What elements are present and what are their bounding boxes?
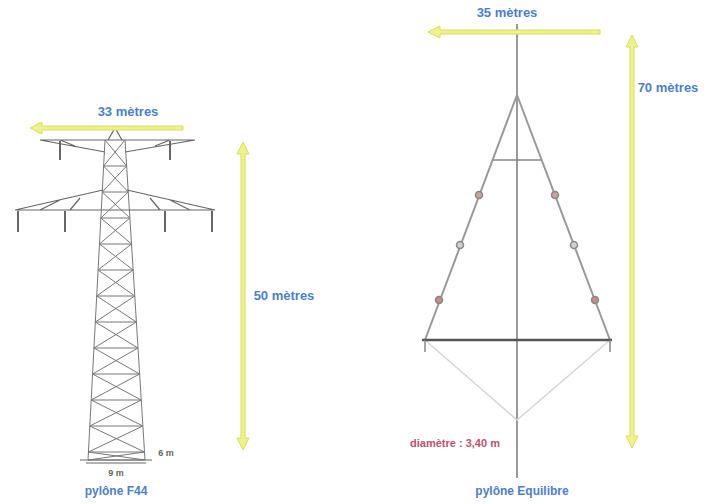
insulators	[436, 192, 599, 304]
cross-brace	[98, 244, 133, 270]
horizontal-brace	[102, 192, 128, 193]
insulator	[18, 211, 212, 232]
cross-brace	[93, 348, 140, 374]
horizontal-brace	[90, 426, 143, 427]
width-arrow	[428, 26, 600, 38]
horizontal-brace	[97, 296, 135, 297]
horizontal-brace	[94, 348, 138, 349]
lattice-bracing	[88, 140, 145, 460]
cross-brace	[99, 218, 131, 244]
cross-brace	[95, 296, 136, 322]
insulator	[552, 192, 559, 199]
dimension-label: 33 mètres	[98, 105, 159, 119]
dimension-label: 35 mètres	[477, 6, 538, 20]
horizontal-brace	[99, 244, 131, 245]
crossbar	[422, 339, 612, 342]
horizontal-brace	[88, 452, 144, 453]
width-arrow	[30, 122, 183, 134]
equilibre-pylon	[422, 24, 612, 478]
lower-crossarm	[15, 190, 215, 210]
horizontal-brace	[91, 400, 141, 401]
cross-brace	[101, 192, 130, 218]
tower-base	[80, 460, 152, 463]
lower-stays	[425, 340, 610, 420]
dimension-arrows	[30, 26, 638, 450]
insulator	[457, 242, 464, 249]
cross-brace	[94, 322, 138, 348]
insulator	[592, 297, 599, 304]
cross-brace	[97, 270, 135, 296]
horizontal-brace	[98, 270, 133, 271]
cross-brace	[102, 166, 128, 192]
horizontal-brace	[95, 322, 136, 323]
insulator	[425, 340, 610, 352]
insulator	[476, 192, 483, 199]
diamond-frame	[425, 95, 610, 340]
f44-pylon	[15, 128, 215, 463]
horizontal-brace	[101, 218, 130, 219]
insulator	[60, 141, 170, 160]
top-crossarm	[40, 140, 195, 152]
cross-brace	[90, 400, 143, 426]
insulator	[436, 297, 443, 304]
mast	[516, 24, 518, 478]
horizontal-brace	[93, 374, 140, 375]
caption-label: pylône F44	[85, 485, 148, 498]
caption-label: pylône Equilibre	[475, 485, 568, 498]
cross-brace	[88, 426, 144, 452]
dimension-label: diamètre : 3,40 m	[410, 437, 500, 449]
cross-brace	[104, 140, 127, 166]
cross-brace	[88, 452, 145, 460]
height-arrow	[237, 142, 249, 450]
insulator	[571, 242, 578, 249]
horizontal-brace	[104, 166, 127, 167]
horizontal-brace	[88, 460, 145, 461]
height-arrow	[626, 35, 638, 448]
dimension-label: 6 m	[158, 449, 174, 459]
dimension-label: 9 m	[108, 469, 124, 479]
cross-brace	[91, 374, 141, 400]
dimension-label: 50 mètres	[254, 289, 315, 303]
dimension-label: 70 mètres	[638, 81, 699, 95]
upper-crossbar	[493, 159, 541, 161]
